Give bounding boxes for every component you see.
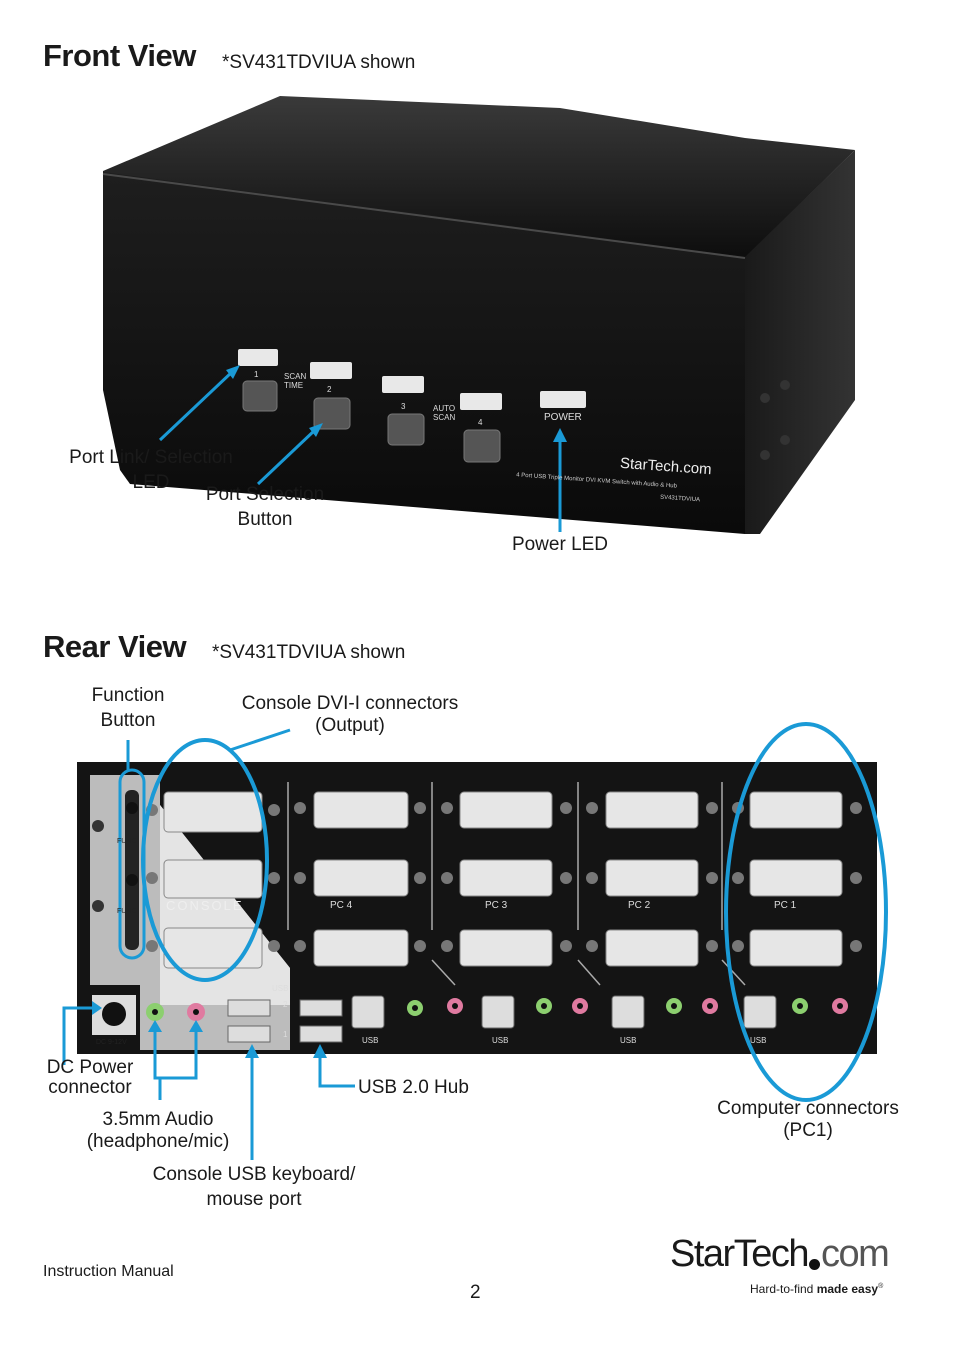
footer-manual-label: Instruction Manual: [43, 1263, 174, 1280]
port-3-led: [382, 376, 424, 393]
usb-hub-label: USB 2.0 Hub: [358, 1077, 469, 1098]
console-dvi-label-line2: (Output): [315, 715, 385, 736]
console-usb-label-line2: mouse port: [206, 1189, 302, 1210]
logo-startech-text: StarTech: [670, 1233, 809, 1275]
console-usb-1[interactable]: [227, 1025, 271, 1043]
function-button-top[interactable]: [126, 802, 138, 814]
function-button-bottom[interactable]: [126, 874, 138, 886]
pc2-label: PC 2: [628, 900, 651, 911]
tagline-plain: Hard-to-find: [750, 1282, 817, 1296]
hub-usb-2[interactable]: [299, 999, 343, 1017]
console-dvi-label-line1: Console DVI-I connectors: [241, 693, 459, 714]
port-2-number: 2: [327, 385, 332, 394]
port-4-button[interactable]: [463, 429, 501, 463]
usb-port-2-label: 2: [283, 1000, 288, 1009]
power-led-label: Power LED: [511, 534, 609, 555]
port-1-led: [238, 349, 278, 366]
port-link-led-label-line1: Port Link/ Selection: [69, 447, 233, 468]
audio-label-line2: (headphone/mic): [86, 1131, 230, 1152]
port-selection-label-line1: Port Selection: [205, 484, 325, 505]
logo-dot-icon: [808, 1259, 820, 1270]
computer-connectors-label-line2: (PC1): [783, 1120, 833, 1141]
func-label-1: FUNC: [117, 838, 137, 845]
function-button-label-line1: Function: [91, 685, 165, 706]
console-dvi-highlight: [141, 738, 269, 982]
pc2-usb-label: USB: [620, 1036, 637, 1045]
port-led-group: [238, 349, 586, 410]
console-usb-label: Console USB keyboard/ mouse port: [140, 1162, 368, 1212]
hub-usb-1[interactable]: [299, 1025, 343, 1043]
dc-power-label-line1: DC Power: [46, 1057, 134, 1078]
port-3-number: 3: [401, 402, 406, 411]
port-selection-label: Port Selection Button: [190, 482, 340, 532]
port-4-led: [460, 393, 502, 410]
usb-port-1-label: 1: [283, 1030, 288, 1039]
front-view-heading: Front View: [43, 38, 196, 73]
computer-connectors-highlight: [724, 722, 888, 1102]
front-shown-note: *SV431TDVIUA shown: [222, 52, 416, 73]
console-usb-2[interactable]: [227, 999, 271, 1017]
dc-voltage-label: DC 9-12V: [96, 1039, 127, 1046]
audio-label-line1: 3.5mm Audio: [102, 1109, 214, 1130]
startech-logo: StarTech com Hard-to-find made easy®: [670, 1232, 910, 1296]
function-button-label-line2: Button: [100, 710, 156, 731]
auto-scan-label-1: AUTO: [433, 404, 456, 413]
console-usb-label-line1: Console USB keyboard/: [152, 1164, 356, 1185]
scan-time-label-1: SCAN: [284, 372, 307, 381]
port-link-led-label-line2: LED: [132, 472, 170, 493]
rear-shown-note: *SV431TDVIUA shown: [212, 642, 406, 663]
auto-scan-label-2: SCAN: [433, 413, 456, 422]
computer-connectors-label: Computer connectors (PC1): [700, 1098, 916, 1142]
logo-com-text: com: [820, 1233, 890, 1275]
page-number: 2: [470, 1282, 481, 1303]
computer-connectors-label-line1: Computer connectors: [717, 1098, 899, 1119]
console-usb-label: USB: [272, 984, 289, 993]
pc4-label: PC 4: [330, 900, 353, 911]
pc4-usb-label: USB: [362, 1036, 379, 1045]
func-label-2: FUNC: [117, 908, 137, 915]
function-button-label: Function Button: [68, 683, 188, 733]
port-4-number: 4: [478, 418, 483, 427]
pc1-label: PC 1: [774, 900, 797, 911]
port-2-button[interactable]: [313, 397, 351, 430]
port-1-number: 1: [254, 370, 259, 379]
port-3-button[interactable]: [387, 413, 425, 446]
scan-time-label-2: TIME: [284, 381, 304, 390]
tagline-mark: ®: [878, 1283, 884, 1290]
port-1-button[interactable]: [242, 380, 278, 412]
tagline-bold: made easy: [816, 1282, 879, 1296]
power-label: POWER: [544, 412, 582, 423]
console-label: CONSOLE: [166, 898, 244, 913]
audio-label: 3.5mm Audio (headphone/mic): [68, 1109, 248, 1153]
port-2-led: [310, 362, 352, 379]
pc1-usb-label: USB: [750, 1036, 767, 1045]
rear-view-heading: Rear View: [43, 629, 187, 664]
dc-power-label-line2: connector: [48, 1077, 132, 1098]
port-link-led-label: Port Link/ Selection LED: [60, 445, 242, 495]
dc-power-jack[interactable]: [102, 1002, 126, 1026]
logo-tagline: Hard-to-find made easy®: [750, 1282, 910, 1296]
power-led: [540, 391, 586, 408]
pc3-label: PC 3: [485, 900, 508, 911]
pc3-usb-label: USB: [492, 1036, 509, 1045]
port-selection-label-line2: Button: [237, 509, 293, 530]
console-dvi-label: Console DVI-I connectors (Output): [230, 693, 470, 737]
dc-power-label: DC Power connector: [30, 1058, 150, 1098]
